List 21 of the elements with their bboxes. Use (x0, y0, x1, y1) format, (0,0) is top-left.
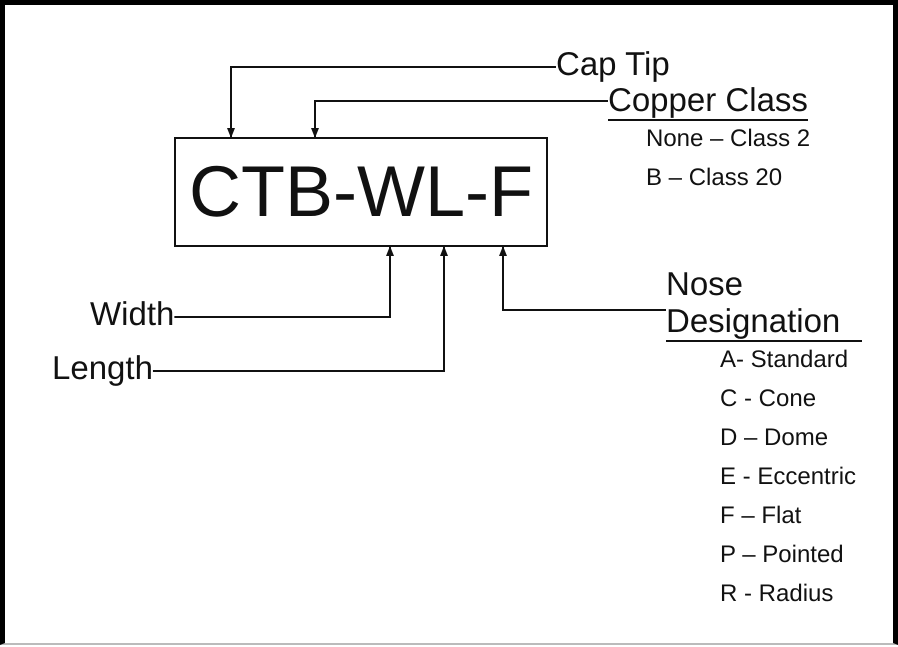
leader-arrow (311, 100, 608, 138)
option-text: D – Dome (720, 422, 828, 453)
option-text: R - Radius (720, 578, 834, 609)
part-number-text: CTB-WL-F (189, 156, 533, 228)
field-label: Copper Class (608, 82, 808, 121)
leader-arrow (499, 246, 666, 311)
option-text: C - Cone (720, 384, 816, 414)
option-text: A- Standard (720, 344, 848, 375)
option-text: None – Class 2 (646, 124, 810, 154)
option-text: P – Pointed (720, 540, 844, 570)
option-text: F – Flat (720, 500, 802, 531)
leader-arrow (174, 246, 394, 318)
field-label: Cap Tip (556, 46, 670, 83)
leader-arrow (152, 246, 448, 372)
option-text: E - Eccentric (720, 462, 856, 492)
field-label: Width (90, 296, 174, 333)
field-label: Length (52, 350, 153, 387)
part-number-box (174, 137, 548, 247)
leader-arrow (227, 66, 556, 138)
field-label: Nose Designation (666, 266, 862, 342)
option-text: B – Class 20 (646, 162, 782, 193)
